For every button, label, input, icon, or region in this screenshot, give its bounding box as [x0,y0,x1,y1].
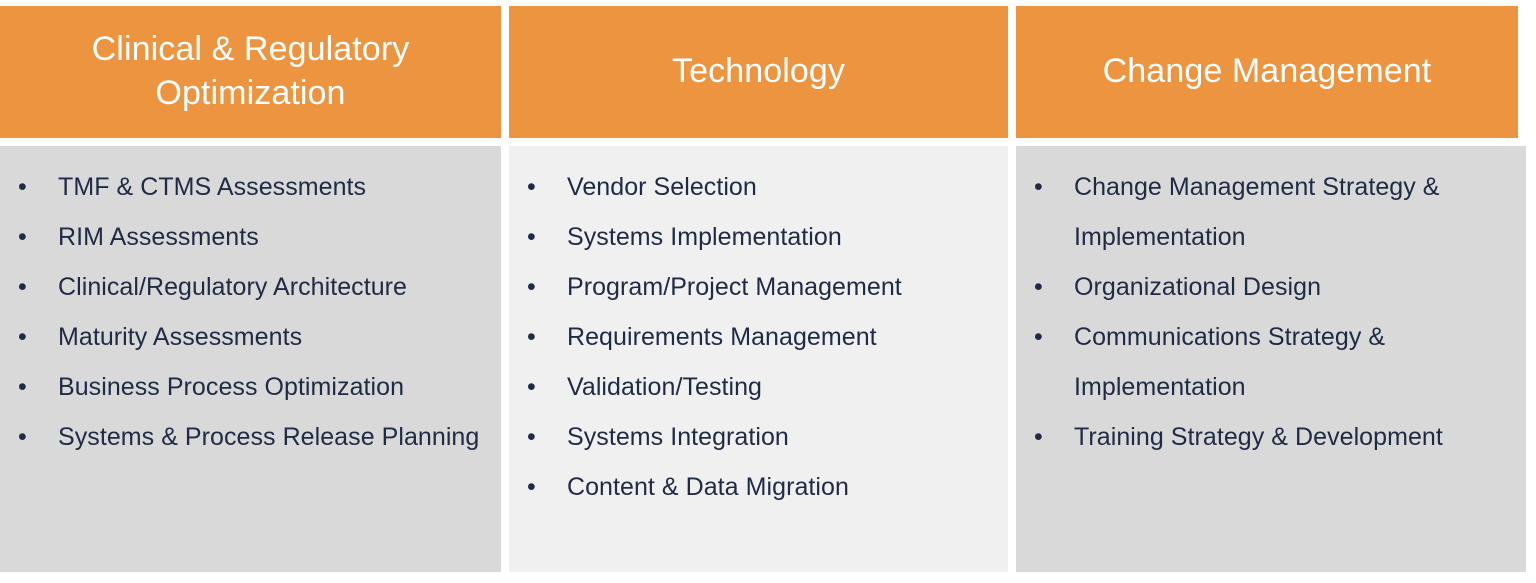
bullet-icon: • [1034,273,1043,301]
column-title: Clinical & Regulatory Optimization [91,30,410,112]
bullet-icon: • [527,173,536,201]
list-item-label: Clinical/Regulatory Architecture [58,273,407,301]
bullet-icon: • [18,223,27,251]
bullet-list: • Vendor Selection • Systems Implementation… [523,162,994,512]
column-header-technology: Technology [509,6,1016,146]
list-item-label: RIM Assessments [58,223,259,251]
list-item: • Communications Strategy & Implementatio… [1030,312,1512,412]
bullet-icon: • [527,423,536,451]
bullet-icon: • [527,273,536,301]
bullet-icon: • [1034,173,1043,201]
list-item: • Maturity Assessments [14,312,487,362]
list-item: • Requirements Management [523,312,994,362]
bullet-icon: • [527,223,536,251]
list-item-label: Change Management Strategy & Implementat… [1074,173,1440,251]
list-item: • RIM Assessments [14,212,487,262]
list-item-label: Communications Strategy & Implementation [1074,323,1386,401]
list-item-label: Maturity Assessments [58,323,303,351]
bullet-icon: • [527,473,536,501]
list-item: • Organizational Design [1030,262,1512,312]
list-item: • Change Management Strategy & Implementa… [1030,162,1512,262]
list-item-label: Systems & Process Release Planning [58,423,480,451]
column-body-clinical-regulatory-optimization: •TMF & CTMS Assessments•RIM Assessments•… [0,146,509,572]
list-item-label: Requirements Management [567,323,877,351]
list-item-label: TMF & CTMS Assessments [58,173,367,201]
list-item: • TMF & CTMS Assessments [14,162,487,212]
list-item: • Systems Implementation [523,212,994,262]
list-item: • Clinical/Regulatory Architecture [14,262,487,312]
list-item: • Content & Data Migration [523,462,994,512]
list-item: • Vendor Selection [523,162,994,212]
bullet-icon: • [18,423,27,451]
list-item: • Training Strategy & Development [1030,412,1512,462]
bullet-icon: • [18,373,27,401]
list-item-label: Business Process Optimization [58,373,405,401]
list-item: • Systems Integration [523,412,994,462]
list-item: • Systems & Process Release Planning [14,412,487,462]
list-item-label: Vendor Selection [567,173,757,201]
bullet-icon: • [18,273,27,301]
bullet-icon: • [527,373,536,401]
column-header-clinical-regulatory-optimization: Clinical & Regulatory Optimization [0,6,509,146]
list-item: • Validation/Testing [523,362,994,412]
list-item-label: Training Strategy & Development [1074,423,1443,451]
column-title: Technology [671,52,845,91]
bullet-list: •TMF & CTMS Assessments•RIM Assessments•… [14,162,487,462]
column-body-change-management: • Change Management Strategy & Implementa… [1016,146,1526,572]
three-column-grid: Clinical & Regulatory Optimization Techn… [0,6,1526,572]
list-item: • Business Process Optimization [14,362,487,412]
bullet-icon: • [18,173,27,201]
list-item-label: Validation/Testing [567,373,763,401]
bullet-icon: • [18,323,27,351]
column-body-technology: • Vendor Selection • Systems Implementation… [509,146,1016,572]
list-item-label: Content & Data Migration [567,473,849,501]
column-title: Change Management [1102,52,1432,91]
list-item-label: Systems Implementation [567,223,842,251]
column-header-change-management: Change Management [1016,6,1526,146]
bullet-icon: • [527,323,536,351]
bullet-list: • Change Management Strategy & Implementa… [1030,162,1512,462]
bullet-icon: • [1034,423,1043,451]
list-item-label: Program/Project Management [567,273,902,301]
list-item: • Program/Project Management [523,262,994,312]
bullet-icon: • [1034,323,1043,351]
list-item-label: Systems Integration [567,423,789,451]
list-item-label: Organizational Design [1074,273,1322,301]
